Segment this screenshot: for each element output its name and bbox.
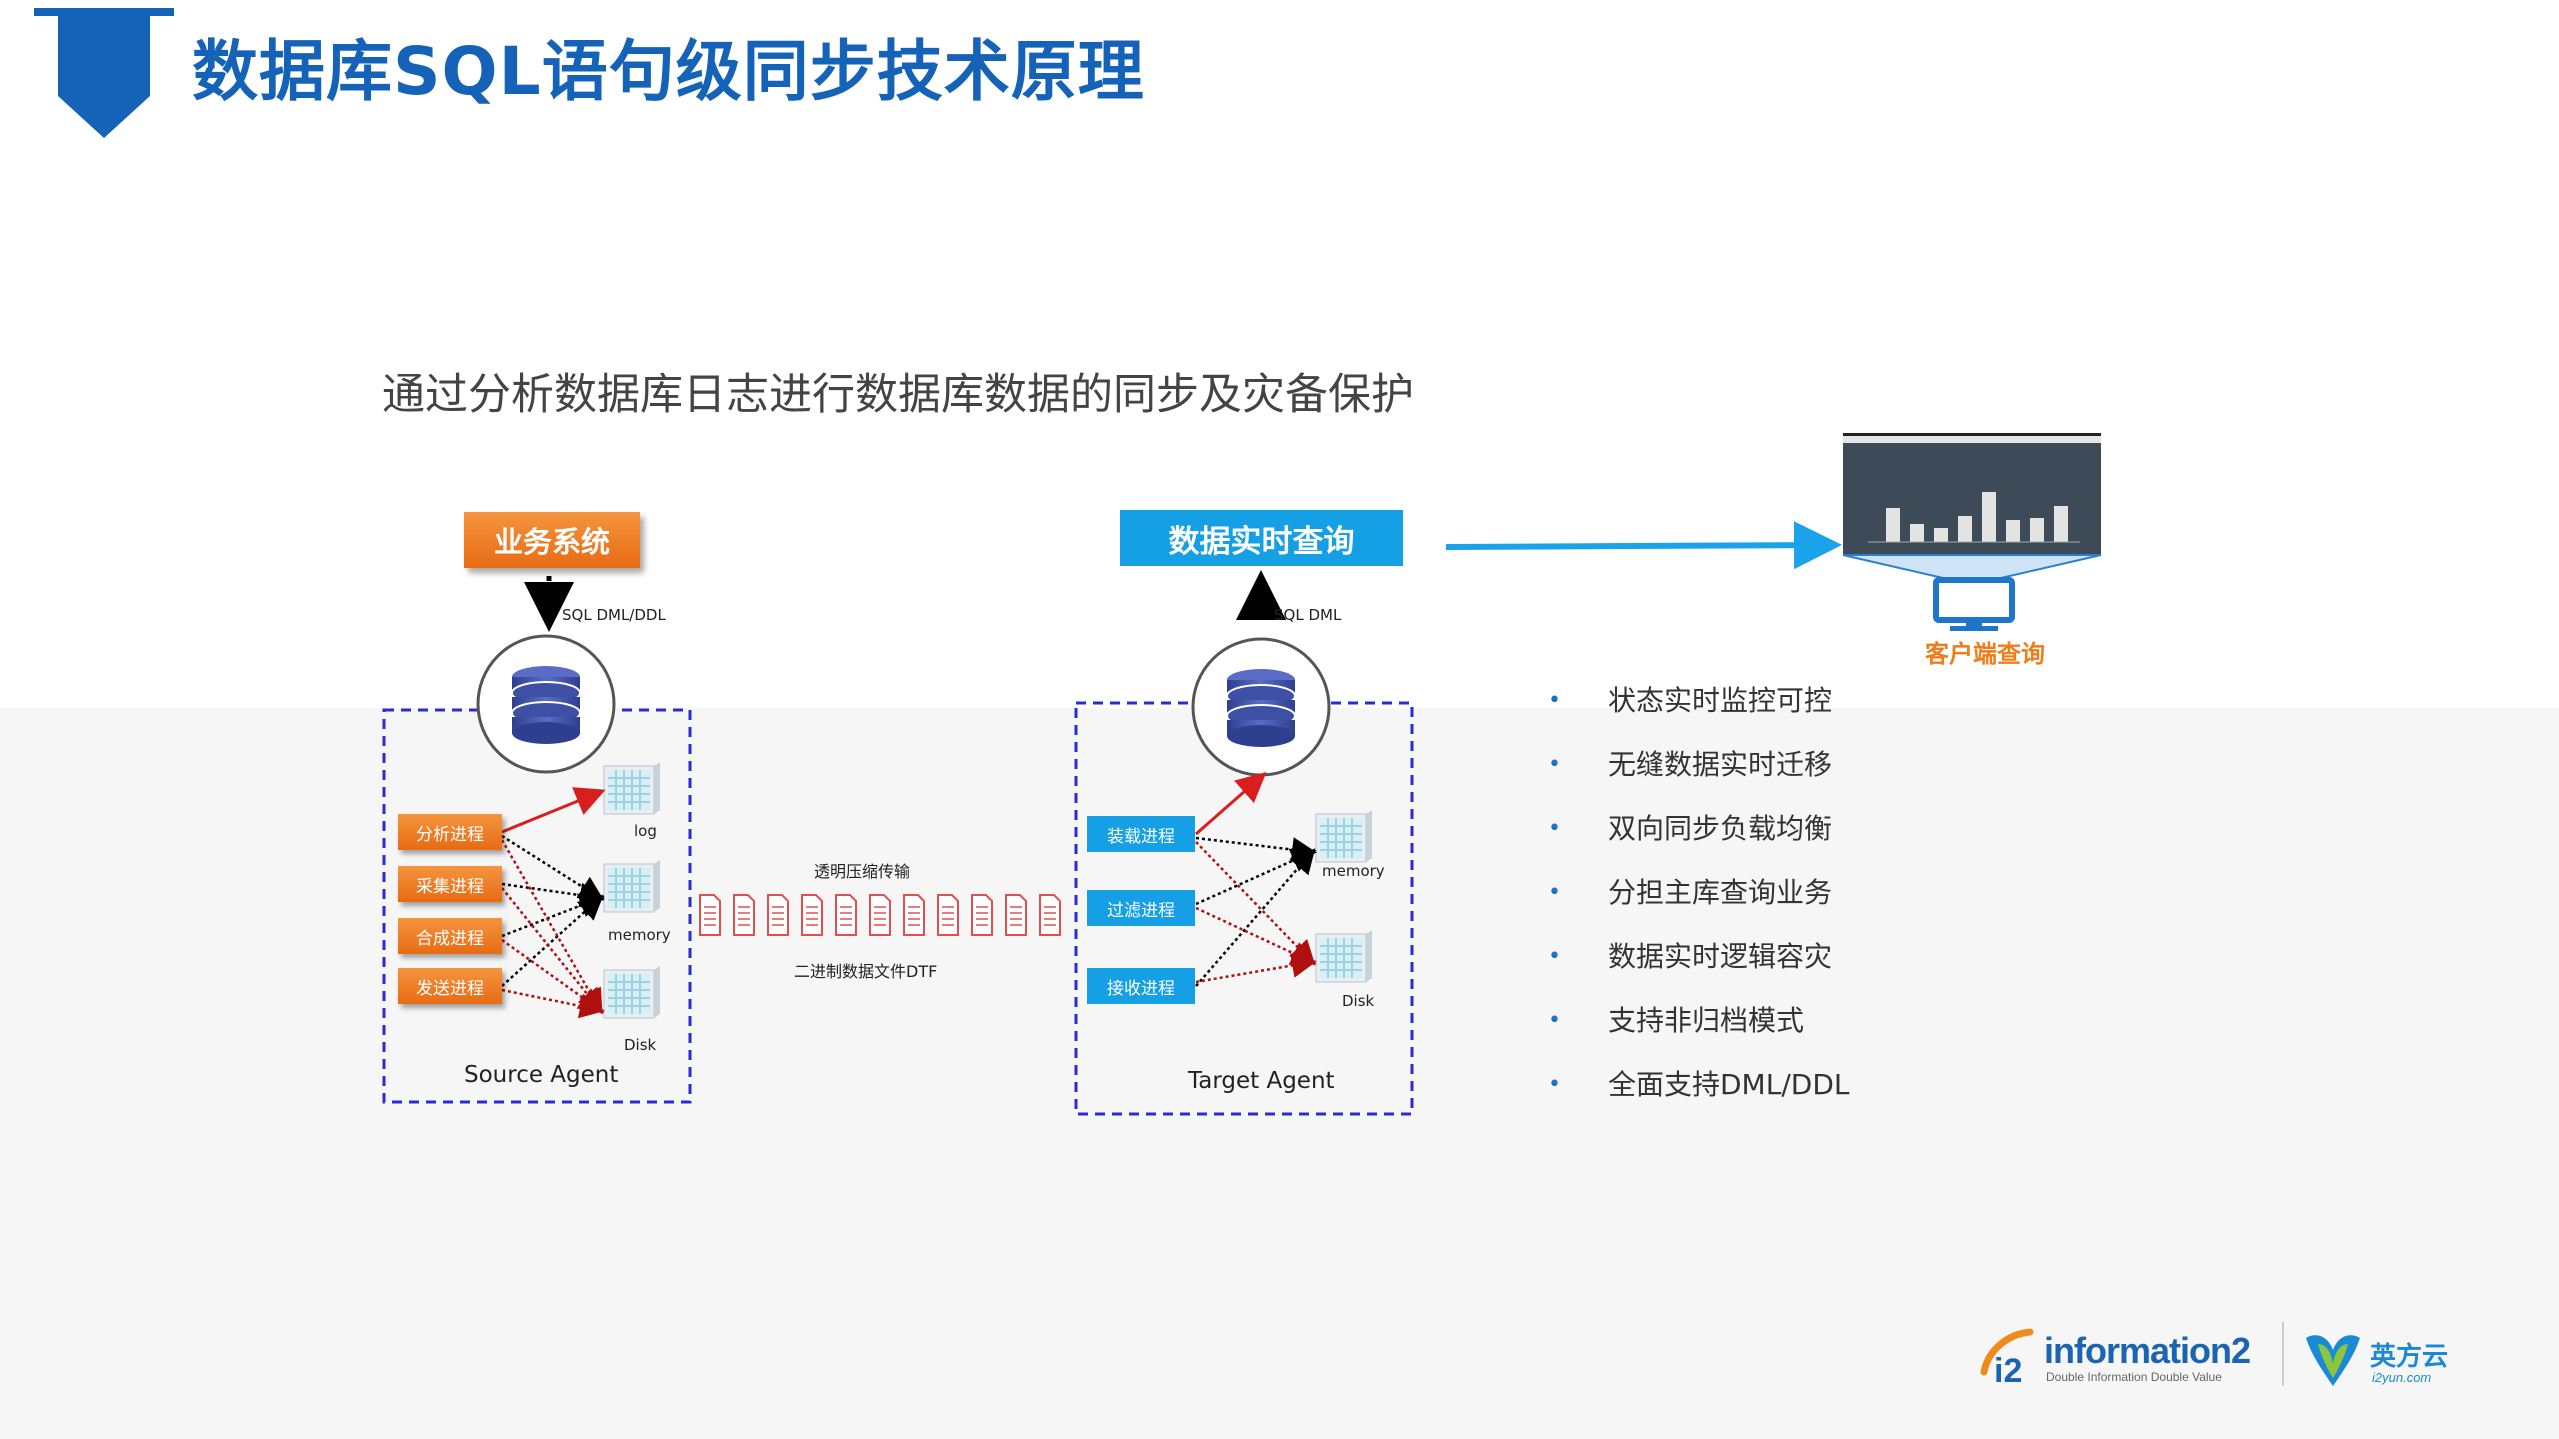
target-process-load: 装载进程	[1087, 816, 1195, 852]
realtime-query-box: 数据实时查询	[1120, 510, 1403, 566]
target-process-filter: 过滤进程	[1087, 890, 1195, 926]
bullet-icon: •	[1548, 1008, 1561, 1033]
feature-item: •数据实时逻辑容灾	[1540, 934, 1849, 998]
title-banner-icon	[34, 8, 174, 138]
bullet-icon: •	[1548, 880, 1561, 905]
bullet-icon: •	[1548, 688, 1561, 713]
source-database-icon	[476, 634, 616, 774]
source-log-icon	[603, 761, 661, 815]
source-process-compose: 合成进程	[398, 918, 502, 954]
source-process-analyze: 分析进程	[398, 814, 502, 850]
svg-text:i2: i2	[1994, 1352, 2022, 1390]
target-disk-label: Disk	[1342, 992, 1375, 1010]
logo-divider	[2282, 1322, 2284, 1386]
feature-item: •无缝数据实时迁移	[1540, 742, 1849, 806]
bullet-icon: •	[1548, 752, 1561, 777]
yingfangyun-logo-cn: 英方云	[2370, 1342, 2449, 1372]
page-subtitle: 通过分析数据库日志进行数据库数据的同步及灾备保护	[382, 370, 1414, 420]
yingfangyun-logo-icon	[2306, 1335, 2360, 1386]
client-query-label: 客户端查询	[1925, 640, 2045, 668]
i2-logo-word: information2	[2044, 1330, 2251, 1371]
feature-list: •状态实时监控可控 •无缝数据实时迁移 •双向同步负载均衡 •分担主库查询业务 …	[1540, 678, 1849, 1126]
feature-item: •全面支持DML/DDL	[1540, 1062, 1849, 1126]
i2-logo-icon: i2	[1980, 1328, 2034, 1390]
source-memory-icon	[603, 859, 661, 913]
source-memory-label: memory	[608, 926, 671, 944]
bullet-icon: •	[1548, 1072, 1561, 1097]
target-sql-label: SQL DML	[1274, 606, 1342, 624]
feature-item: •支持非归档模式	[1540, 998, 1849, 1062]
transfer-file-icons	[699, 894, 1061, 936]
transfer-compression-label: 透明压缩传输	[814, 862, 911, 881]
bullet-icon: •	[1548, 816, 1561, 841]
target-database-icon	[1191, 637, 1331, 777]
i2-logo-tagline: Double Information Double Value	[2046, 1370, 2222, 1384]
source-disk-label: Disk	[624, 1036, 657, 1054]
target-memory-icon	[1315, 809, 1373, 863]
target-memory-label: memory	[1322, 862, 1385, 880]
page-title: 数据库SQL语句级同步技术原理	[192, 33, 1145, 110]
source-log-label: log	[634, 822, 657, 840]
business-system-box: 业务系统	[464, 512, 640, 568]
source-process-send: 发送进程	[398, 968, 502, 1004]
source-sql-label: SQL DML/DDL	[562, 606, 666, 624]
client-dashboard-thumbnail	[1842, 433, 2102, 631]
target-agent-label: Target Agent	[1188, 1068, 1335, 1094]
information2-logo: i2 information2 Double Information Doubl…	[1978, 1320, 2251, 1394]
feature-item: •双向同步负载均衡	[1540, 806, 1849, 870]
feature-item: •分担主库查询业务	[1540, 870, 1849, 934]
yingfangyun-logo: 英方云 i2yun.com	[2302, 1330, 2448, 1394]
target-process-receive: 接收进程	[1087, 968, 1195, 1004]
yingfangyun-logo-en: i2yun.com	[2372, 1370, 2432, 1385]
feature-item: •状态实时监控可控	[1540, 678, 1849, 742]
target-disk-icon	[1315, 929, 1373, 983]
bullet-icon: •	[1548, 944, 1561, 969]
source-disk-icon	[603, 965, 661, 1019]
source-agent-label: Source Agent	[464, 1062, 619, 1088]
transfer-dtf-label: 二进制数据文件DTF	[794, 962, 938, 981]
source-process-collect: 采集进程	[398, 866, 502, 902]
